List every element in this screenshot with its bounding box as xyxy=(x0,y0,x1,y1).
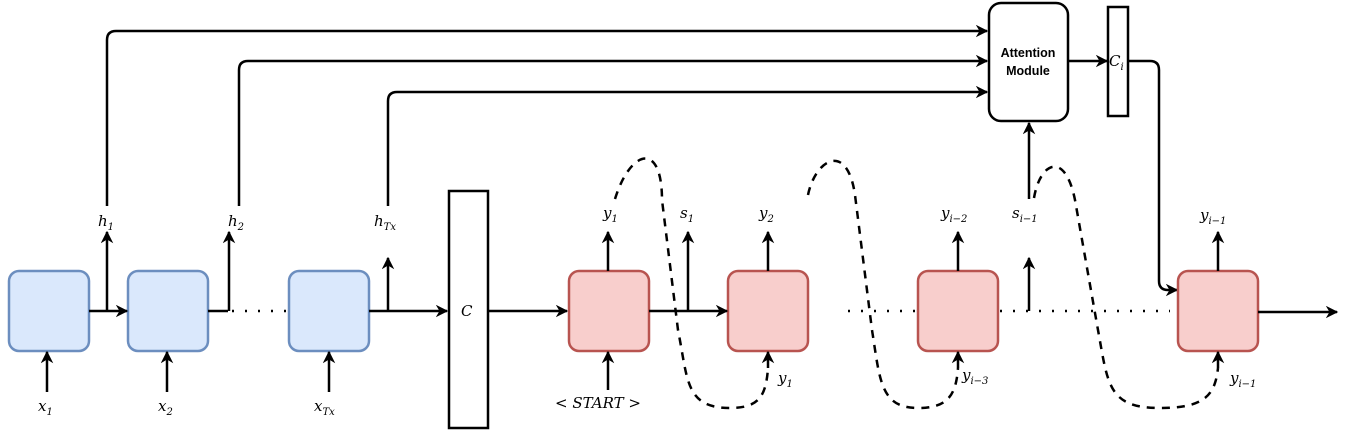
label-xtx: xTx xyxy=(314,397,335,418)
label-x2: x2 xyxy=(158,397,173,418)
label-feedback-y1: y1 xyxy=(777,369,793,390)
decoder-cell-i-1 xyxy=(1176,269,1260,353)
label-feedback-yi-3: yi−3 xyxy=(961,366,988,387)
label-x1: x1 xyxy=(38,397,53,418)
decoder-cell-i-2 xyxy=(916,269,1000,353)
decoder-cell-1 xyxy=(567,269,651,353)
label-h2: h2 xyxy=(228,212,244,233)
feedback-curve-1 xyxy=(613,157,770,410)
attention-label-line2: Module xyxy=(1006,64,1050,78)
encoder-cell-1 xyxy=(7,269,91,353)
label-ci: Ci xyxy=(1109,52,1124,73)
attention-module-box xyxy=(987,1,1070,123)
label-y2: y2 xyxy=(758,204,774,225)
label-htx: hTx xyxy=(374,212,396,233)
encoder-cell-2 xyxy=(126,269,210,353)
label-h1: h1 xyxy=(98,212,114,233)
label-context: C xyxy=(461,302,473,320)
label-start: < START > xyxy=(555,394,641,412)
label-y1: y1 xyxy=(602,204,618,225)
attention-label-line1: Attention xyxy=(1001,46,1056,60)
label-si-1: si−1 xyxy=(1012,204,1038,225)
label-feedback-yi-1: yi−1 xyxy=(1229,369,1256,390)
h2-to-attention xyxy=(237,54,989,206)
decoder-cell-2 xyxy=(726,269,810,353)
context-vector-box xyxy=(447,189,490,430)
h1-to-attention xyxy=(105,24,989,206)
encoder-cell-tx xyxy=(287,269,371,353)
label-yi-2: yi−2 xyxy=(940,204,967,225)
htx-to-attention xyxy=(386,85,989,206)
ci-to-last-decoder xyxy=(1128,59,1179,297)
label-yi-1-top: yi−1 xyxy=(1199,206,1226,227)
label-s1: s1 xyxy=(680,204,694,225)
